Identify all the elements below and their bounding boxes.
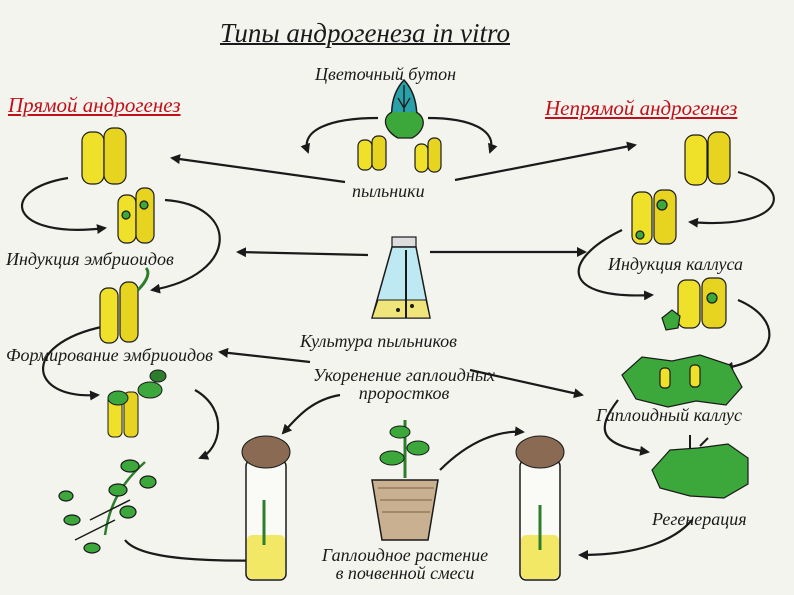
label-callus-induction: Индукция каллуса xyxy=(608,254,744,274)
anthers-center-icon xyxy=(357,135,442,173)
label-anther-culture: Культура пыльников xyxy=(300,331,457,351)
indirect-anthers-icon xyxy=(684,131,731,186)
label-anthers: пыльники xyxy=(352,181,425,201)
plantlet-small-icon xyxy=(107,369,167,438)
label-regeneration: Регенерация xyxy=(652,509,747,529)
regeneration-callus-icon xyxy=(651,435,749,499)
diagram-title: Типы андрогенеза in vitro xyxy=(220,18,511,48)
label-haploid-plant-in-soil: Гаплоидное растение в почвенной смеси xyxy=(321,545,489,583)
test-tube-right-icon xyxy=(515,435,565,581)
label-embryoid-induction: Индукция эмбриоидов xyxy=(6,249,174,269)
label-embryoid-formation: Формирование эмбриоидов xyxy=(6,345,213,365)
label-flower-bud: Цветочный бутон xyxy=(315,64,457,84)
label-indirect-androgenesis: Непрямой андрогенез xyxy=(545,96,738,120)
flower-bud-icon xyxy=(384,78,424,139)
culture-flask-icon xyxy=(371,236,431,319)
arrows-straight xyxy=(170,141,637,399)
plantlet-large-icon xyxy=(58,459,157,554)
potted-plant-icon xyxy=(371,420,439,541)
callus-anthers-icon xyxy=(661,277,727,331)
direct-anthers-icon xyxy=(81,127,127,185)
label-rooting: Укоренение гаплоидных проростков xyxy=(312,365,496,403)
direct-anthers-embryoids-icon xyxy=(117,187,155,244)
label-direct-androgenesis: Прямой андрогенез xyxy=(8,93,181,117)
label-haploid-callus: Гаплоидный каллус xyxy=(596,405,742,425)
callus-induction-anthers-icon xyxy=(631,189,677,245)
haploid-callus-icon xyxy=(621,354,743,408)
embryoid-anthers-icon xyxy=(99,266,150,344)
test-tube-left-icon xyxy=(241,435,291,581)
